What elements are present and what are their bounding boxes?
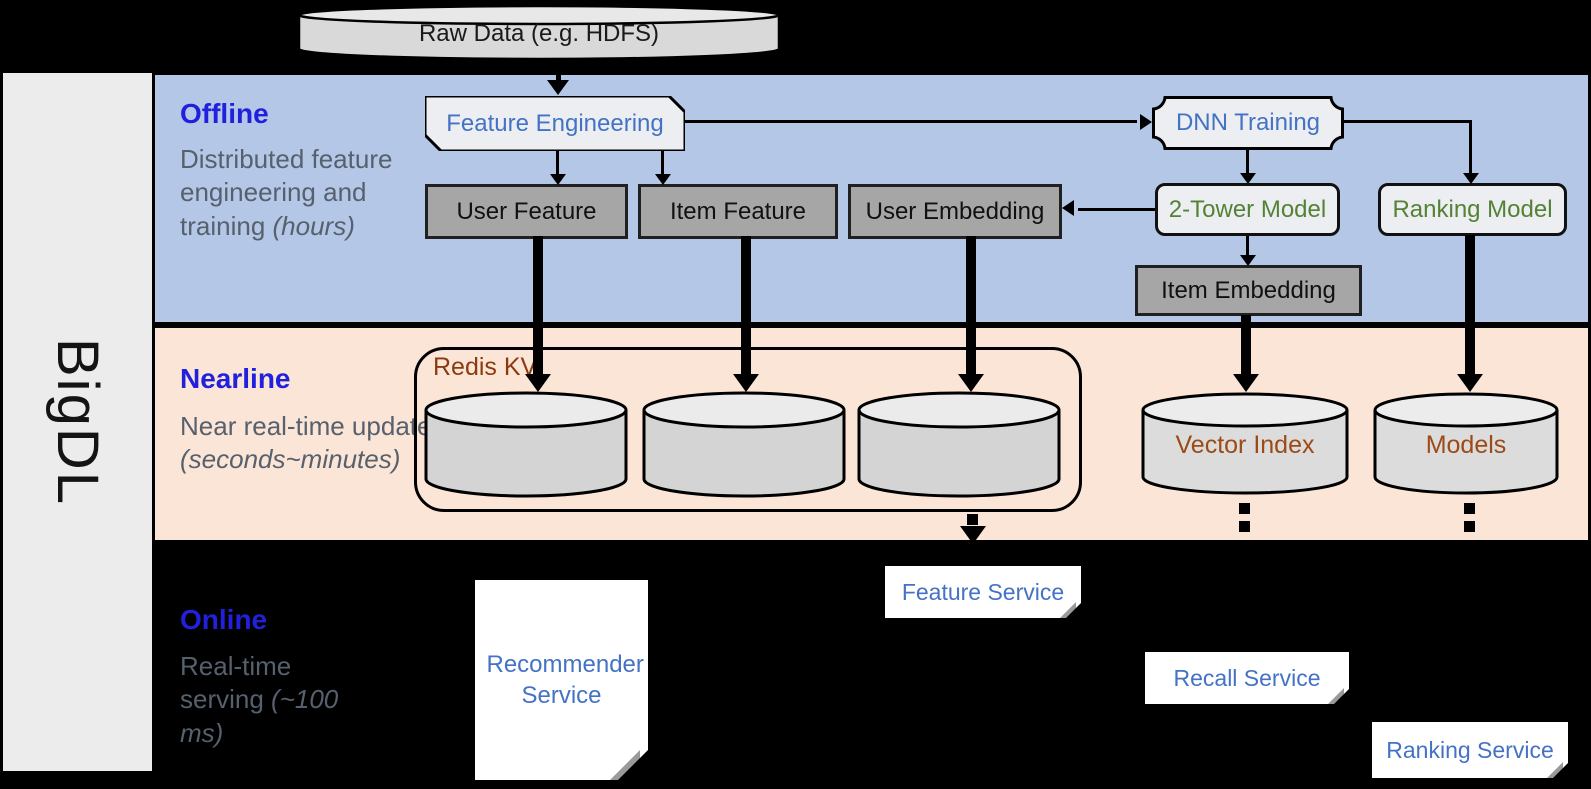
arrow-rankingmodel-to-models [1465, 235, 1475, 374]
kv-store-cylinder-1 [424, 391, 628, 498]
arrow-rawdata-to-fe-head [547, 80, 569, 95]
dashed-kv-to-featureservice-1 [967, 514, 978, 525]
arrow-fe-to-dnn [685, 120, 1137, 123]
models-label: Models [1425, 430, 1507, 459]
dashed-vectorindex-down-1 [1239, 503, 1250, 514]
feature-service-foldcut [1065, 602, 1082, 619]
item-embedding-box: Item Embedding [1135, 265, 1362, 316]
arrow-userfeature-to-kv [533, 236, 543, 374]
offline-desc: Distributed feature engineering and trai… [180, 143, 432, 243]
item-feature-box: Item Feature [638, 184, 838, 239]
redis-kv-label: Redis KV [433, 353, 538, 381]
feature-service-box: Feature Service [885, 566, 1082, 619]
arrow-userembedding-to-kv-head [958, 374, 984, 392]
nearline-desc: Near real-time update (seconds~minutes) [180, 410, 452, 477]
ranking-service-label: Ranking Service [1386, 736, 1554, 763]
arrow-dnn-to-twotower [1246, 150, 1249, 174]
arrow-fe-to-itemfeature [661, 151, 664, 175]
ranking-service-box: Ranking Service [1372, 722, 1569, 779]
online-desc-italic: (~100 ms) [180, 684, 339, 748]
recommender-service-doc: Recommender Service [475, 580, 649, 781]
arrow-itemembedding-to-vectorindex-head [1233, 374, 1259, 392]
arrow-rawdata-to-fe [556, 58, 561, 82]
raw-data-cylinder [297, 4, 781, 61]
arrow-dnn-to-rankingmodel-head [1463, 173, 1479, 184]
dashed-kv-to-featureservice-head [960, 526, 986, 544]
online-desc-text: Real-time serving [180, 651, 292, 715]
vector-index-label: Vector Index [1175, 430, 1315, 459]
online-desc: Real-time serving (~100 ms) [180, 650, 380, 750]
nearline-desc-text: Near real-time update [180, 411, 432, 441]
dashed-models-down-1 [1464, 503, 1475, 514]
offline-desc-text: Distributed feature engineering and trai… [180, 144, 393, 241]
arrow-userembedding-to-kv [966, 236, 976, 374]
arrow-fe-to-userfeature [556, 151, 559, 175]
recall-service-label: Recall Service [1173, 664, 1321, 691]
kv-store-cylinder-2 [642, 391, 846, 498]
models-cylinder [1373, 392, 1559, 495]
brand-label: BigDL [45, 338, 110, 506]
two-tower-model-box: 2-Tower Model [1155, 183, 1340, 236]
vector-index-cylinder [1141, 392, 1349, 495]
arrow-fe-to-itemfeature-head [655, 174, 671, 185]
ranking-service-foldcut [1552, 762, 1569, 779]
arrow-fe-to-userfeature-head [550, 174, 566, 185]
bigdl-sidebar: BigDL [3, 73, 152, 771]
arrow-twotower-to-itemembedding [1246, 236, 1249, 256]
online-title: Online [180, 604, 268, 635]
recall-service-box: Recall Service [1145, 652, 1350, 705]
arrow-fe-to-dnn-head [1140, 114, 1152, 130]
offline-title: Offline [180, 98, 269, 129]
arrow-dnn-to-rankingmodel-v [1469, 120, 1472, 173]
user-embedding-box: User Embedding [848, 184, 1062, 239]
kv-store-cylinder-3 [857, 391, 1061, 498]
arrow-dnn-to-twotower-head [1240, 173, 1256, 184]
ranking-model-box: Ranking Model [1378, 183, 1567, 236]
user-feature-box: User Feature [425, 184, 628, 239]
feature-service-label: Feature Service [901, 578, 1065, 605]
arrow-itemembedding-to-vectorindex [1241, 315, 1251, 374]
recommender-service-label: Recommender Service [486, 650, 644, 709]
arrow-twotower-to-userembedding [1078, 208, 1155, 211]
feature-engineering-label: Feature Engineering [446, 109, 664, 137]
dnn-training-shape [1152, 96, 1344, 150]
offline-desc-italic: (hours) [272, 210, 355, 241]
arrow-itemfeature-to-kv [741, 236, 751, 374]
online-band [155, 546, 1588, 789]
recall-service-foldcut [1333, 688, 1350, 705]
arrow-rankingmodel-to-models-head [1457, 374, 1483, 392]
recommender-foldcut [617, 749, 649, 781]
nearline-title: Nearline [180, 363, 291, 394]
arrow-twotower-to-userembedding-head [1062, 200, 1074, 216]
raw-data-label: Raw Data (e.g. HDFS) [418, 20, 660, 47]
dashed-models-down-2 [1464, 521, 1475, 532]
arrow-userfeature-to-kv-head [525, 374, 551, 392]
arrow-itemfeature-to-kv-head [733, 374, 759, 392]
arrow-twotower-to-itemembedding-head [1240, 255, 1256, 266]
nearline-desc-italic: (seconds~minutes) [180, 444, 401, 475]
arrow-dnn-to-rankingmodel-h [1344, 120, 1472, 123]
dashed-vectorindex-down-2 [1239, 521, 1250, 532]
feature-engineering-shape [425, 96, 685, 151]
dnn-training-label: DNN Training [1175, 109, 1321, 136]
